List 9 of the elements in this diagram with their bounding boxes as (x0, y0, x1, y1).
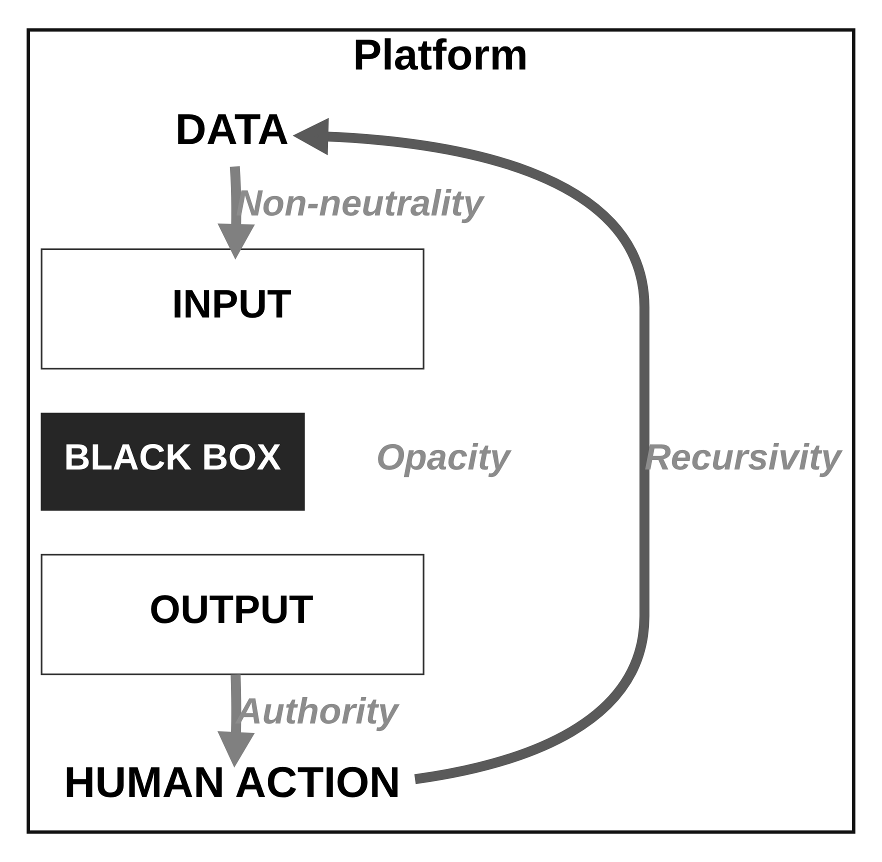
arrow (292, 118, 650, 784)
node-text: DATA (175, 106, 289, 154)
node-text: HUMAN ACTION (64, 758, 400, 807)
arrow (218, 166, 255, 260)
node-box: INPUT (40, 248, 424, 370)
node-box: BLACK BOX (40, 412, 305, 511)
arrow (217, 674, 255, 768)
node-box: OUTPUT (40, 554, 424, 676)
label: Opacity (376, 436, 510, 478)
